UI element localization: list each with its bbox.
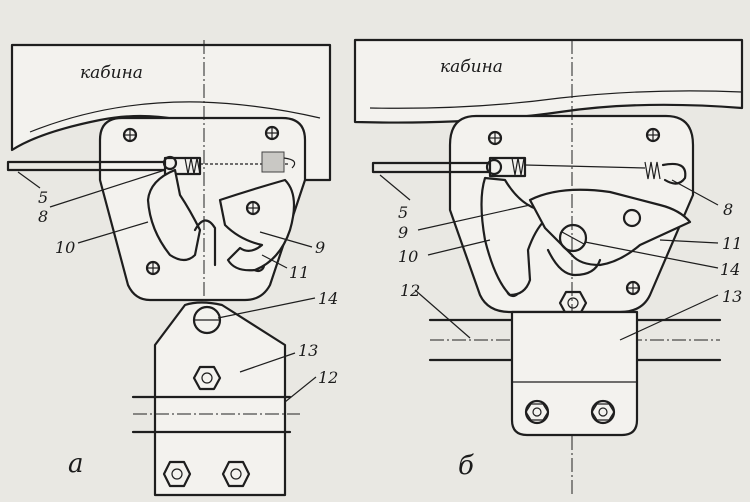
- callout-a-9: 9: [315, 238, 325, 257]
- latch-10-a: [146, 168, 202, 262]
- nut-a3: [221, 460, 251, 488]
- pin-14-a: [192, 305, 222, 335]
- callout-b-11: 11: [722, 234, 742, 253]
- callout-a-14: 14: [318, 289, 338, 308]
- nut-a2: [162, 460, 192, 488]
- callout-a-5: 5: [38, 188, 48, 207]
- bolt-hole-b4: [625, 280, 641, 296]
- beam-12-a: [131, 395, 292, 434]
- cabin-label-b: кабина: [440, 57, 503, 77]
- view-a: кабина: [6, 40, 338, 497]
- callout-a-11: 11: [289, 263, 309, 282]
- callout-b-14: 14: [720, 260, 740, 279]
- nut-a1: [192, 365, 222, 391]
- bolt-hole-a3: [145, 260, 161, 276]
- callout-a-8: 8: [38, 207, 48, 226]
- nut-b3: [590, 399, 616, 425]
- cabin-label-a: кабина: [80, 63, 143, 83]
- callout-a-12: 12: [318, 368, 338, 387]
- cabin-block-b: [353, 38, 744, 124]
- rod-b: [371, 161, 492, 174]
- view-b: кабина: [353, 38, 744, 495]
- bolt-hole-b1: [487, 130, 503, 146]
- nut-b2: [524, 399, 550, 425]
- bolt-hole-a2: [264, 125, 280, 141]
- spring-b-1: [511, 157, 525, 176]
- bolt-hole-a1: [122, 127, 138, 143]
- callout-b-10: 10: [398, 247, 418, 266]
- callout-b-5: 5: [398, 203, 408, 222]
- hook-9-a: [218, 178, 296, 272]
- callout-b-13: 13: [722, 287, 742, 306]
- callout-a-13: 13: [298, 341, 318, 360]
- pin-14-b: [558, 223, 588, 253]
- rod-a: [6, 160, 167, 172]
- view-a-label: а: [68, 449, 84, 479]
- callout-a-10: 10: [55, 238, 75, 257]
- bolt-hole-b2: [645, 127, 661, 143]
- spring-a: [184, 157, 201, 175]
- callout-b-8: 8: [723, 200, 733, 219]
- spring-b-2: [644, 161, 661, 180]
- hook-9-b: [528, 188, 692, 267]
- lower-bracket-13-b: [510, 310, 639, 437]
- view-b-label: б: [458, 451, 474, 481]
- lower-bracket-13-a: [153, 301, 287, 497]
- callout-b-12: 12: [400, 281, 420, 300]
- callout-b-9: 9: [398, 223, 408, 242]
